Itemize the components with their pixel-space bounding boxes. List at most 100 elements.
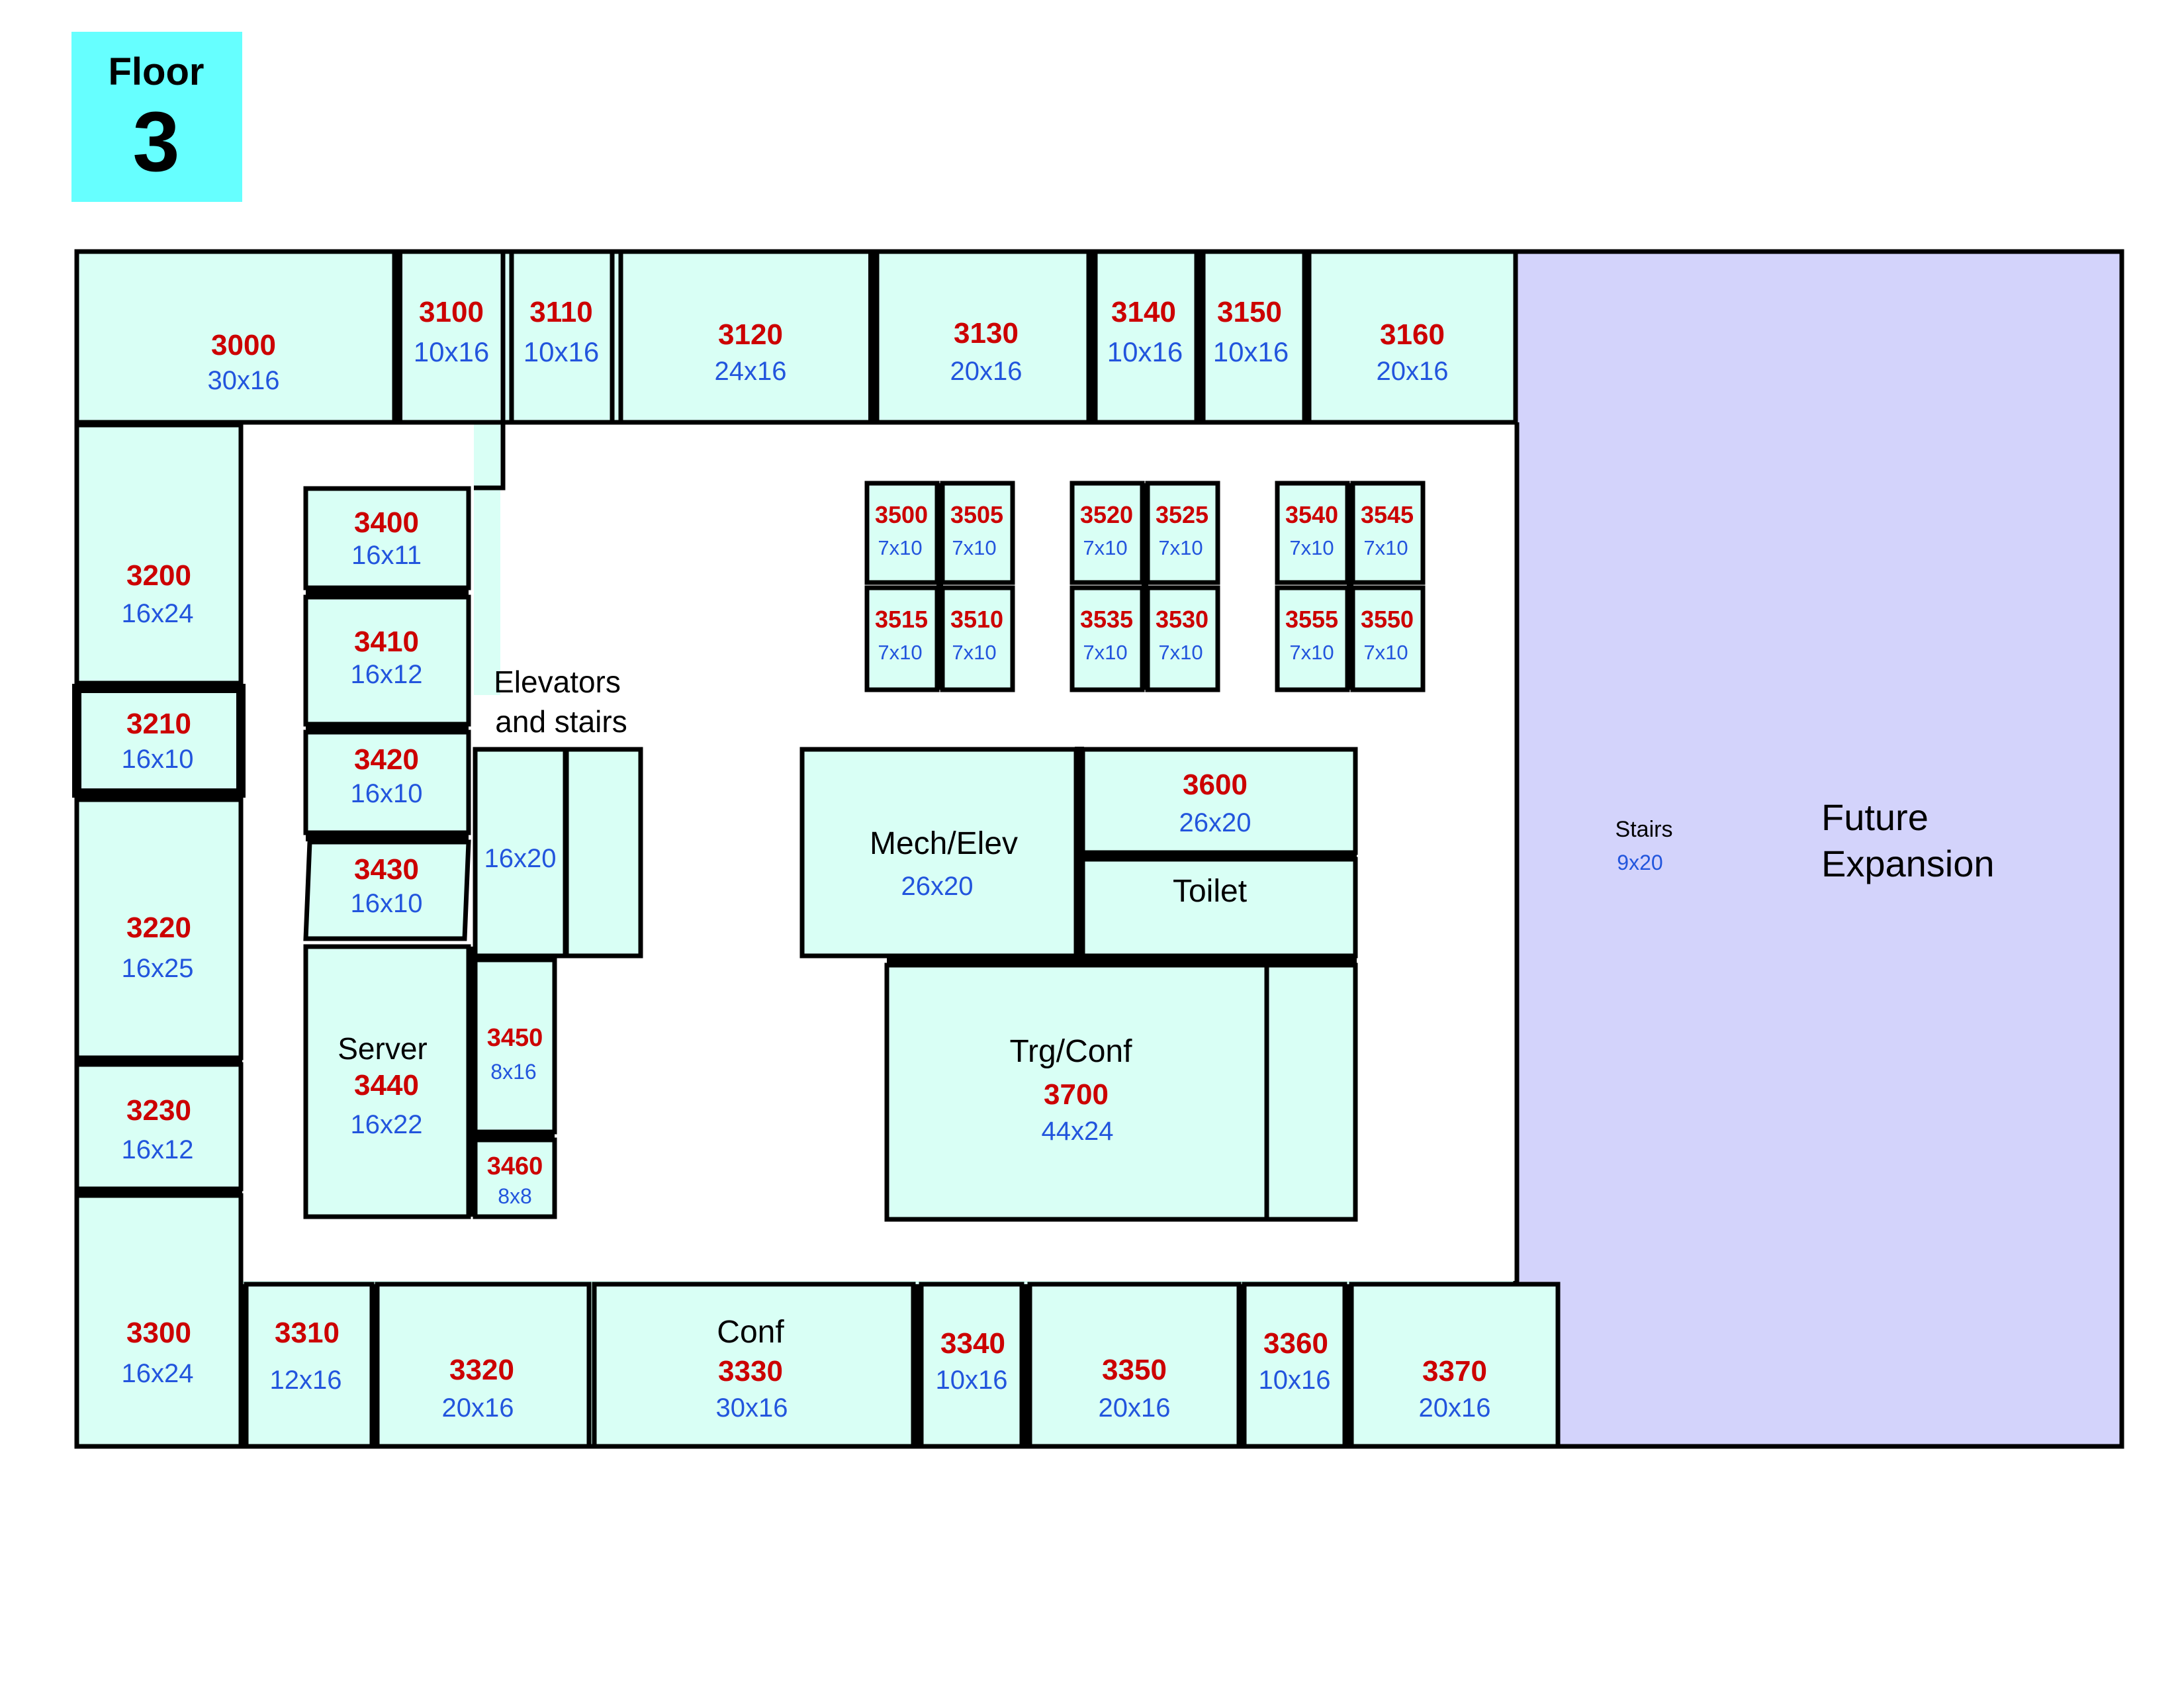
- room-3130[interactable]: 3130 20x16: [874, 249, 1091, 425]
- room-dimension: 20x16: [1377, 357, 1449, 386]
- room-number: 3120: [718, 318, 783, 351]
- room-dimension: 24x16: [715, 357, 787, 386]
- room-number: 3350: [1102, 1354, 1167, 1386]
- room-number: 3505: [950, 501, 1003, 528]
- stair-shaft[interactable]: [564, 747, 643, 959]
- room-3160[interactable]: 3160 20x16: [1306, 249, 1518, 425]
- room-dimension: 30x16: [716, 1393, 788, 1423]
- room-3330[interactable]: Conf 3330 30x16: [592, 1282, 916, 1449]
- future-expansion-label-line1: Future: [1821, 796, 1929, 838]
- room-dimension: 10x16: [523, 336, 599, 367]
- room-dimension: 16x22: [351, 1110, 423, 1139]
- room-3530[interactable]: 3530 7x10: [1145, 585, 1220, 692]
- room-3550[interactable]: 3550 7x10: [1350, 585, 1426, 692]
- room-number: 3100: [419, 296, 484, 328]
- room-3440[interactable]: Server 3440 16x22: [303, 944, 471, 1219]
- room-3410[interactable]: 3410 16x12: [303, 594, 471, 727]
- room-3555[interactable]: 3555 7x10: [1275, 585, 1350, 692]
- room-3370[interactable]: 3370 20x16: [1349, 1282, 1561, 1449]
- room-dimension: 10x16: [1107, 336, 1183, 367]
- room-3520[interactable]: 3520 7x10: [1069, 481, 1145, 585]
- room-dimension: 7x10: [1289, 536, 1334, 559]
- stairs-dimension: 9x20: [1617, 851, 1662, 874]
- room-dimension: 7x10: [1158, 536, 1203, 559]
- room-dimension: 7x10: [1158, 641, 1203, 664]
- room-3450[interactable]: 3450 8x16: [473, 957, 557, 1135]
- future-expansion-label-line2: Expansion: [1821, 843, 1995, 884]
- room-3500[interactable]: 3500 7x10: [864, 481, 940, 585]
- room-number: 3310: [275, 1317, 340, 1349]
- room-3000[interactable]: 3000 30x16: [74, 249, 397, 425]
- room-dimension: 7x10: [1363, 536, 1408, 559]
- room-dimension: 7x10: [878, 536, 922, 559]
- room-3340[interactable]: 3340 10x16: [919, 1282, 1024, 1449]
- room-3210[interactable]: 3210 16x10: [72, 684, 246, 798]
- room-label: Trg/Conf: [1010, 1034, 1133, 1069]
- room-number: 3510: [950, 606, 1003, 633]
- room-dimension: 10x16: [936, 1366, 1008, 1395]
- room-3350[interactable]: 3350 20x16: [1027, 1282, 1242, 1449]
- room-dimension: 12x16: [270, 1366, 342, 1395]
- room-number: 3220: [126, 912, 191, 944]
- room-3100[interactable]: 3100 10x16: [396, 249, 506, 425]
- room-label: Mech/Elev: [870, 826, 1018, 861]
- elevators-label-line1: Elevators: [494, 665, 621, 699]
- room-dimension: 16x10: [122, 745, 194, 774]
- room-3510[interactable]: 3510 7x10: [940, 585, 1015, 692]
- room-dimension: 20x16: [1419, 1393, 1491, 1423]
- room-number: 3550: [1361, 606, 1414, 633]
- room-3400[interactable]: 3400 16x11: [303, 486, 471, 590]
- room-number: 3110: [529, 296, 592, 328]
- shaft-wall: [474, 424, 506, 491]
- room-3515[interactable]: 3515 7x10: [864, 585, 940, 692]
- room-number: 3520: [1080, 501, 1133, 528]
- room-dimension: 20x16: [442, 1393, 514, 1423]
- room-toilet[interactable]: Toilet: [1080, 857, 1358, 959]
- room-3535[interactable]: 3535 7x10: [1069, 585, 1145, 692]
- room-dimension: 7x10: [1083, 536, 1127, 559]
- room-number: 3230: [126, 1094, 191, 1127]
- room-3140[interactable]: 3140 10x16: [1093, 249, 1199, 425]
- room-dimension: 30x16: [208, 366, 280, 395]
- room-3460[interactable]: 3460 8x8: [473, 1137, 557, 1219]
- room-3700-storage[interactable]: [1264, 962, 1358, 1222]
- room-dimension: 16x12: [351, 660, 423, 689]
- room-3320[interactable]: 3320 20x16: [375, 1282, 592, 1449]
- room-number: 3420: [354, 743, 419, 776]
- room-dimension: 26x20: [1179, 808, 1251, 837]
- room-3600[interactable]: 3600 26x20: [1080, 747, 1358, 855]
- room-3120[interactable]: 3120 24x16: [618, 249, 874, 425]
- room-3505[interactable]: 3505 7x10: [940, 481, 1015, 585]
- room-dimension: 7x10: [878, 641, 922, 664]
- room-mech-elev[interactable]: Mech/Elev 26x20: [799, 747, 1079, 959]
- room-3310[interactable]: 3310 12x16: [244, 1282, 375, 1449]
- room-number: 3140: [1111, 296, 1176, 328]
- room-3700[interactable]: Trg/Conf 3700 44x24: [884, 962, 1269, 1222]
- room-dimension: 8x16: [490, 1060, 536, 1084]
- room-3525[interactable]: 3525 7x10: [1145, 481, 1220, 585]
- room-dimension: 20x16: [1099, 1393, 1171, 1423]
- room-number: 3540: [1285, 501, 1338, 528]
- elevator-shaft[interactable]: 16x20: [473, 747, 568, 959]
- room-number: 3370: [1422, 1355, 1487, 1387]
- room-dimension: 7x10: [952, 536, 996, 559]
- room-3430[interactable]: 3430 16x10: [303, 839, 471, 941]
- room-3150[interactable]: 3150 10x16: [1201, 249, 1307, 425]
- room-3230[interactable]: 3230 16x12: [74, 1062, 244, 1192]
- room-3420[interactable]: 3420 16x10: [303, 729, 471, 835]
- room-number: 3500: [875, 501, 928, 528]
- room-3220[interactable]: 3220 16x25: [74, 797, 244, 1060]
- room-dimension: 10x16: [1213, 336, 1289, 367]
- room-dimension: 10x16: [1259, 1366, 1331, 1395]
- room-dimension: 7x10: [1289, 641, 1334, 664]
- room-3545[interactable]: 3545 7x10: [1350, 481, 1426, 585]
- room-number: 3545: [1361, 501, 1414, 528]
- room-3300[interactable]: 3300 16x24: [74, 1193, 244, 1449]
- room-number: 3130: [954, 317, 1019, 350]
- room-3360[interactable]: 3360 10x16: [1242, 1282, 1347, 1449]
- room-number: 3515: [875, 606, 928, 633]
- room-3110[interactable]: 3110 10x16: [509, 249, 615, 425]
- room-3540[interactable]: 3540 7x10: [1275, 481, 1350, 585]
- room-3200[interactable]: 3200 16x24: [74, 422, 244, 686]
- room-number: 3150: [1217, 296, 1282, 328]
